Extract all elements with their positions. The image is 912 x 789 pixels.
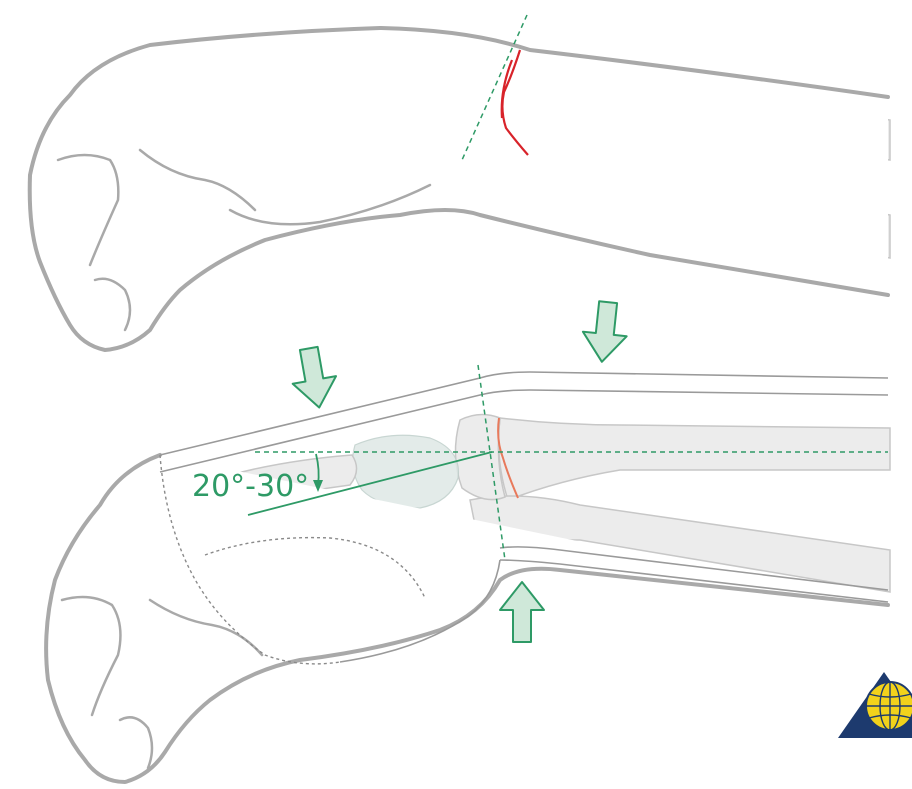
flexion-angle-label: 20°-30° <box>192 469 309 504</box>
radius-bone-bottom <box>499 418 890 500</box>
hand-forearm-outline-top <box>30 28 888 350</box>
down-arrow-icon <box>580 300 630 364</box>
ao-foundation-logo-icon <box>838 672 912 738</box>
top-panel-fractured-wrist <box>30 15 890 350</box>
counter-pressure-arrow <box>500 582 544 642</box>
carpal-bones-bottom <box>353 435 459 508</box>
bottom-panel-reduced-wrist: 20°-30° <box>46 365 890 782</box>
up-arrow-icon <box>500 582 544 642</box>
pressure-arrow-hand <box>287 345 341 412</box>
hand-forearm-outline-bottom <box>46 455 888 782</box>
pressure-arrow-forearm <box>580 300 630 364</box>
down-arrow-icon <box>287 345 341 412</box>
